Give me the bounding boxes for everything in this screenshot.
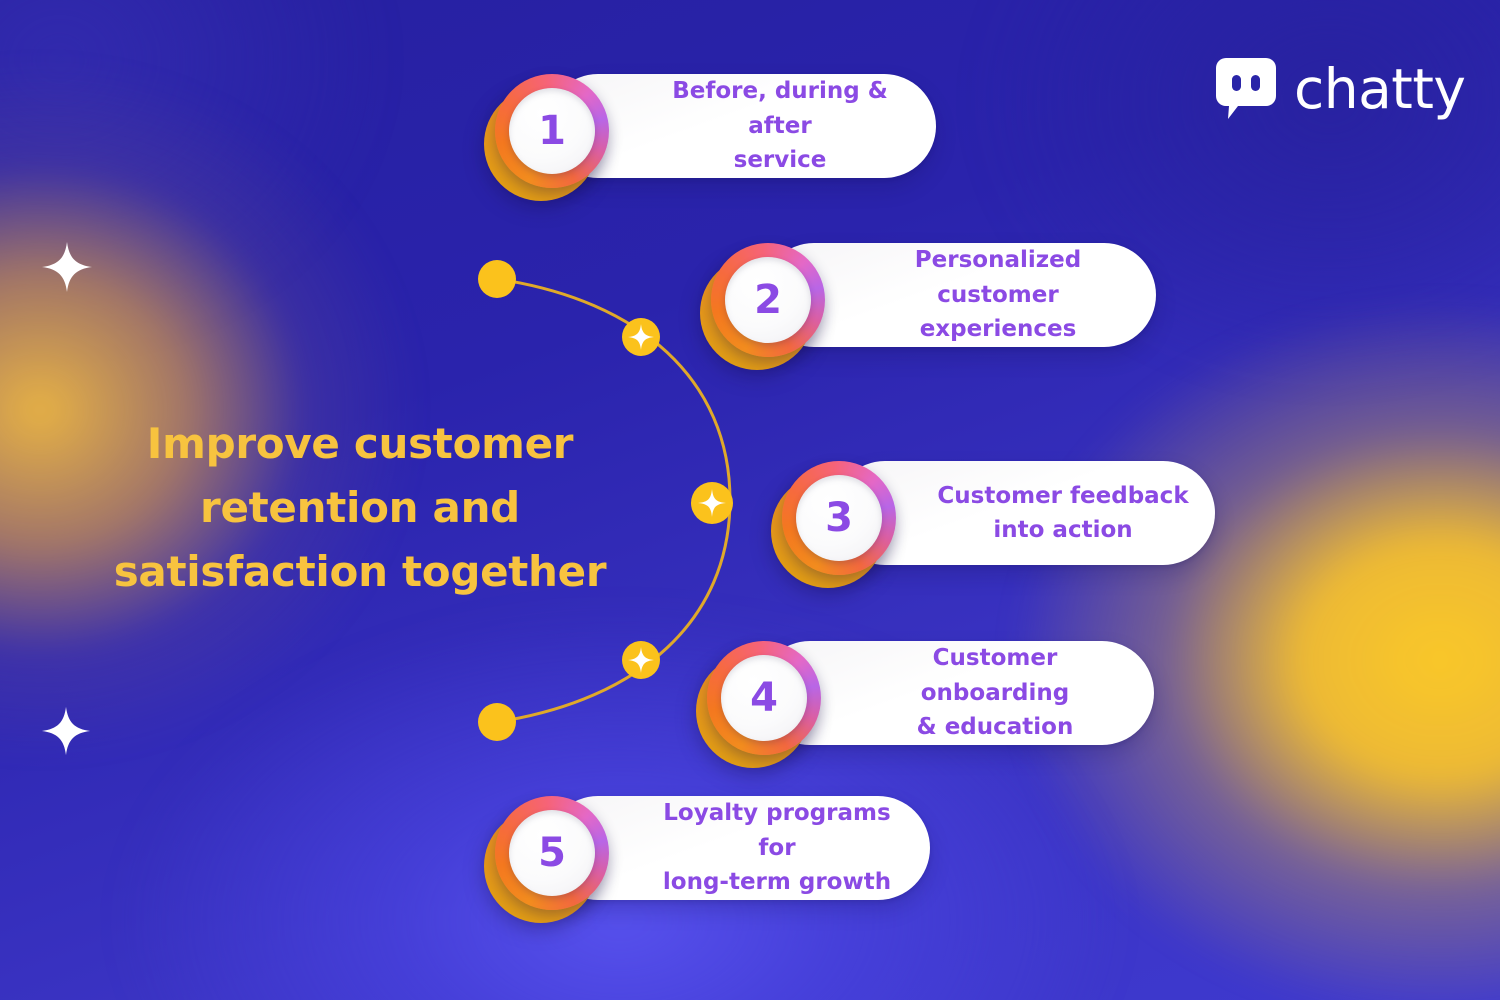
step-item-1[interactable]: Before, during & after service 1 [484, 74, 936, 201]
step-badge-3: 3 [771, 461, 897, 588]
page-title: Improve customer retention and satisfact… [113, 419, 607, 596]
chat-bubble-icon [1216, 58, 1276, 119]
step-number-4: 4 [750, 675, 778, 721]
badge-inner-5: 5 [509, 810, 595, 896]
step-label-4: Customer onboarding & education [916, 645, 1074, 741]
badge-inner-3: 3 [796, 475, 882, 561]
brand-name: chatty [1294, 56, 1466, 121]
arc-sparkle-dot-lower [622, 641, 660, 679]
step-pill-3[interactable]: Customer feedback into action [833, 461, 1215, 565]
step-number-1: 1 [538, 108, 566, 154]
step-badge-4: 4 [696, 641, 822, 768]
badge-inner-2: 2 [725, 257, 811, 343]
step-item-4[interactable]: Customer onboarding & education 4 [696, 641, 1154, 768]
arc-dot-end [478, 703, 516, 741]
step-number-3: 3 [825, 495, 853, 541]
arc-sparkle-dot-middle [691, 482, 733, 524]
step-label-3: Customer feedback into action [937, 482, 1189, 544]
step-label-1: Before, during & after service [672, 78, 888, 174]
step-pill-4[interactable]: Customer onboarding & education [758, 641, 1154, 745]
step-label-5: Loyalty programs for long-term growth [662, 800, 892, 896]
arc-sparkle-dot-upper [622, 318, 660, 356]
step-label-2: Personalized customer experiences [914, 247, 1082, 343]
step-number-2: 2 [754, 277, 782, 323]
step-item-3[interactable]: Customer feedback into action 3 [771, 461, 1215, 588]
brand-logo[interactable]: chatty [1216, 56, 1466, 121]
step-badge-2: 2 [700, 243, 826, 370]
step-pill-1[interactable]: Before, during & after service [546, 74, 936, 178]
step-item-2[interactable]: Personalized customer experiences 2 [700, 243, 1156, 370]
step-pill-5[interactable]: Loyalty programs for long-term growth [546, 796, 930, 900]
step-badge-1: 1 [484, 74, 610, 201]
step-item-5[interactable]: Loyalty programs for long-term growth 5 [484, 796, 930, 923]
badge-inner-4: 4 [721, 655, 807, 741]
arc-dot-start [478, 260, 516, 298]
step-pill-2[interactable]: Personalized customer experiences [762, 243, 1156, 347]
step-badge-5: 5 [484, 796, 610, 923]
step-number-5: 5 [538, 830, 566, 876]
badge-inner-1: 1 [509, 88, 595, 174]
